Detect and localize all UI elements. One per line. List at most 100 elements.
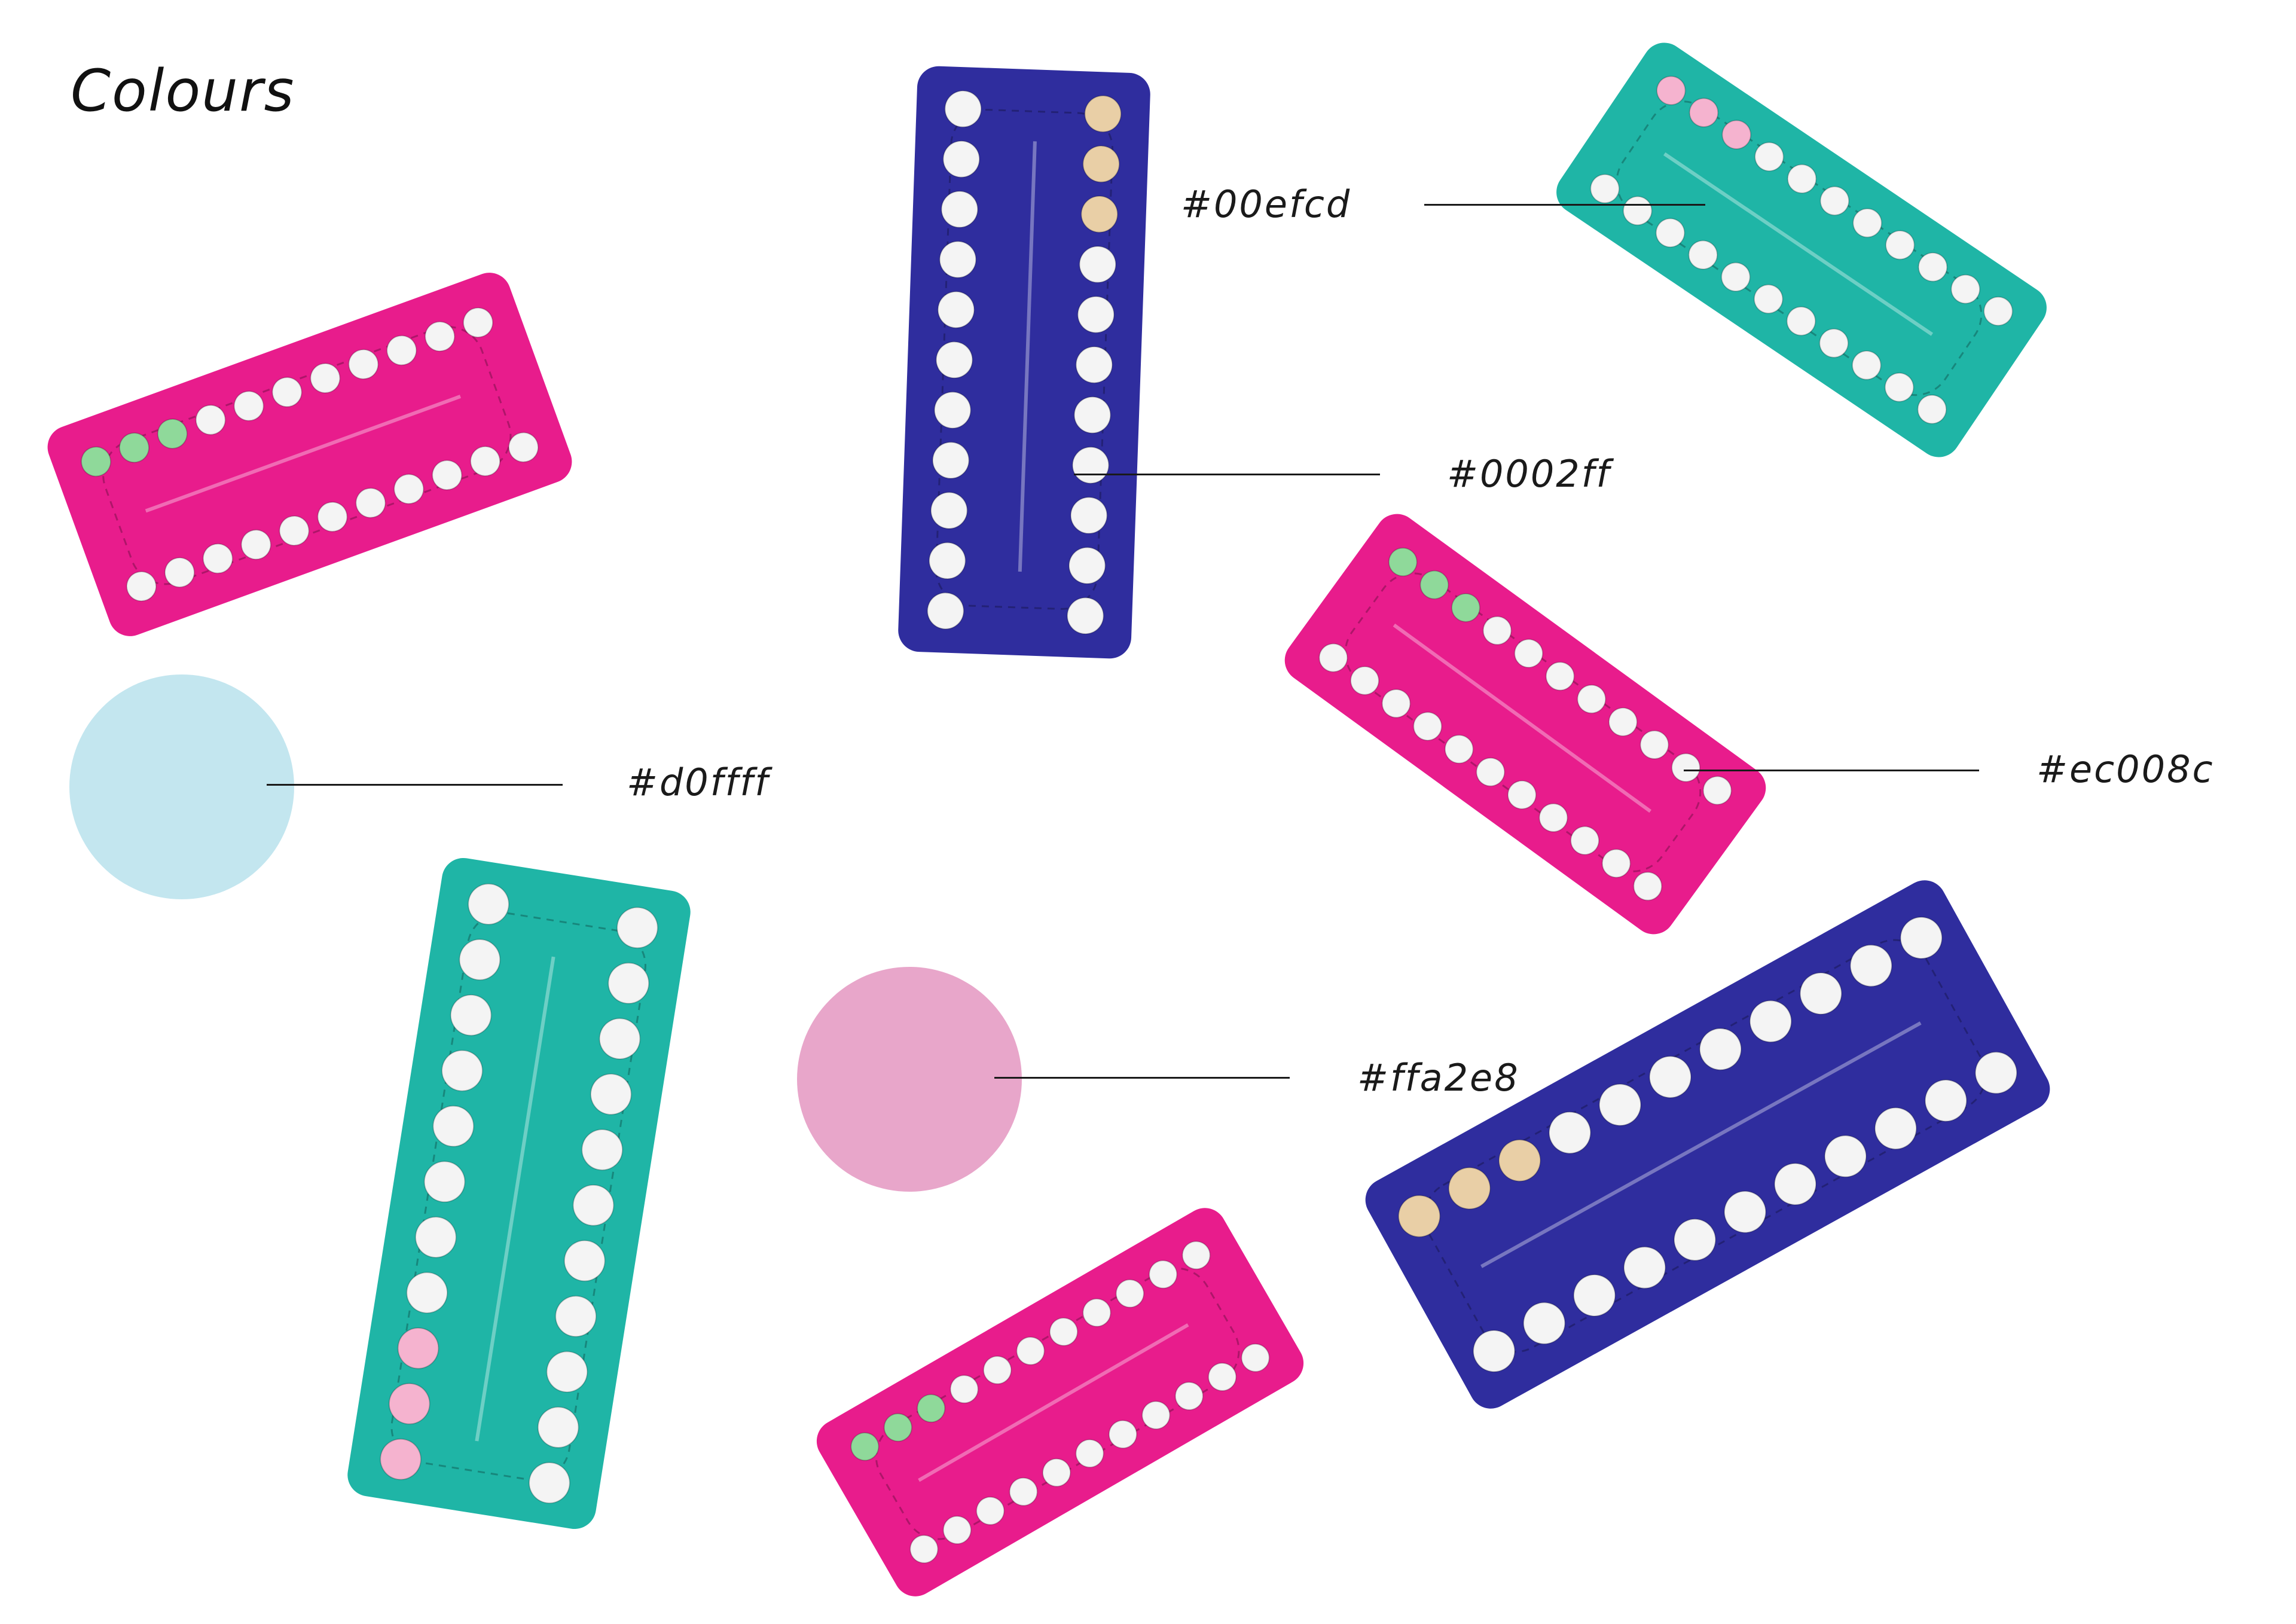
pill bbox=[1381, 689, 1411, 718]
pill bbox=[1075, 346, 1113, 384]
pill bbox=[581, 1129, 623, 1171]
pill bbox=[1149, 1260, 1178, 1289]
pill bbox=[1451, 593, 1480, 622]
pill bbox=[1721, 120, 1751, 149]
pill bbox=[1623, 1246, 1666, 1289]
pill bbox=[1885, 230, 1915, 260]
pill bbox=[1852, 208, 1882, 238]
pill bbox=[1473, 1329, 1516, 1373]
pill bbox=[1917, 394, 1947, 425]
pill bbox=[607, 962, 650, 1005]
pill bbox=[941, 190, 979, 228]
pill bbox=[1444, 734, 1474, 764]
pill bbox=[599, 1018, 641, 1060]
pill bbox=[1476, 757, 1506, 787]
pill bbox=[1141, 1400, 1171, 1430]
pill bbox=[1049, 1317, 1078, 1347]
pill bbox=[406, 1272, 448, 1314]
pill bbox=[1601, 848, 1631, 878]
pill bbox=[1699, 1028, 1742, 1071]
pill bbox=[850, 1432, 880, 1461]
pill bbox=[1570, 826, 1599, 856]
pill bbox=[1318, 643, 1348, 673]
pill bbox=[1884, 372, 1915, 402]
pill bbox=[317, 501, 348, 532]
light-blue-hex-label: #d0ffff bbox=[627, 761, 770, 804]
pill bbox=[126, 571, 157, 602]
pill bbox=[310, 362, 341, 393]
pill bbox=[1786, 306, 1816, 336]
pill bbox=[1507, 780, 1537, 810]
pill bbox=[1754, 142, 1784, 172]
pink-swatch bbox=[797, 967, 1022, 1192]
pill bbox=[1721, 262, 1751, 292]
pill bbox=[1108, 1420, 1137, 1449]
pill bbox=[1075, 1439, 1104, 1468]
pill bbox=[939, 240, 977, 279]
pill bbox=[529, 1462, 570, 1504]
pill bbox=[157, 418, 188, 449]
pink-hex-label: #ffa2e8 bbox=[1357, 1056, 1520, 1100]
pill bbox=[1174, 1381, 1204, 1411]
pill bbox=[1545, 661, 1575, 691]
pill bbox=[563, 1240, 606, 1282]
pill bbox=[1723, 1190, 1767, 1234]
magenta-hex-label: #ec008c bbox=[2037, 747, 2215, 791]
pill bbox=[983, 1356, 1012, 1385]
pill bbox=[1498, 1139, 1541, 1182]
pill bbox=[1819, 328, 1849, 358]
pill bbox=[450, 994, 492, 1036]
pill bbox=[118, 432, 149, 463]
pink-label-connector bbox=[994, 1077, 1290, 1079]
pill bbox=[432, 1105, 475, 1147]
pill bbox=[271, 377, 303, 408]
pill bbox=[195, 404, 226, 435]
pill bbox=[1608, 707, 1638, 737]
pill-pack-magenta-center-right bbox=[1284, 514, 1766, 935]
pill bbox=[909, 1534, 939, 1564]
pill-pack-blue-bottom-right bbox=[1365, 880, 2050, 1409]
pill bbox=[393, 474, 425, 505]
pill bbox=[1070, 496, 1108, 535]
pill bbox=[1080, 195, 1118, 233]
pill bbox=[1071, 446, 1110, 484]
blue-hex-label: #0002ff bbox=[1447, 452, 1611, 496]
pill bbox=[1950, 274, 1980, 304]
pill bbox=[1799, 972, 1842, 1015]
pill bbox=[233, 390, 264, 422]
pill bbox=[932, 441, 970, 480]
pill bbox=[1598, 1083, 1642, 1127]
pill bbox=[1918, 252, 1948, 282]
pill bbox=[1388, 547, 1418, 577]
pill bbox=[1241, 1343, 1270, 1372]
pill bbox=[1633, 871, 1663, 901]
pill bbox=[1983, 296, 2013, 326]
pill bbox=[1068, 547, 1106, 585]
pill bbox=[1082, 1298, 1112, 1327]
pill bbox=[976, 1496, 1005, 1525]
pill bbox=[572, 1184, 615, 1226]
pill bbox=[929, 542, 966, 579]
pill bbox=[1350, 666, 1379, 695]
pill bbox=[1702, 776, 1732, 805]
pill bbox=[1874, 1107, 1917, 1150]
pill bbox=[1482, 616, 1512, 645]
pill bbox=[1577, 684, 1607, 714]
pill bbox=[388, 1382, 430, 1425]
pill bbox=[537, 1406, 579, 1448]
pill bbox=[942, 140, 981, 178]
pill bbox=[1852, 350, 1882, 380]
pill bbox=[240, 529, 271, 560]
pill bbox=[432, 460, 463, 491]
pill bbox=[1448, 1167, 1491, 1210]
blue-label-connector bbox=[1074, 474, 1380, 475]
pill bbox=[380, 1438, 422, 1480]
pill bbox=[463, 307, 494, 338]
pill bbox=[470, 445, 501, 477]
pill bbox=[1538, 803, 1568, 832]
pill bbox=[1590, 173, 1620, 204]
pill bbox=[1079, 245, 1117, 283]
pill bbox=[508, 432, 539, 463]
pill bbox=[546, 1351, 588, 1393]
pill bbox=[883, 1413, 912, 1442]
